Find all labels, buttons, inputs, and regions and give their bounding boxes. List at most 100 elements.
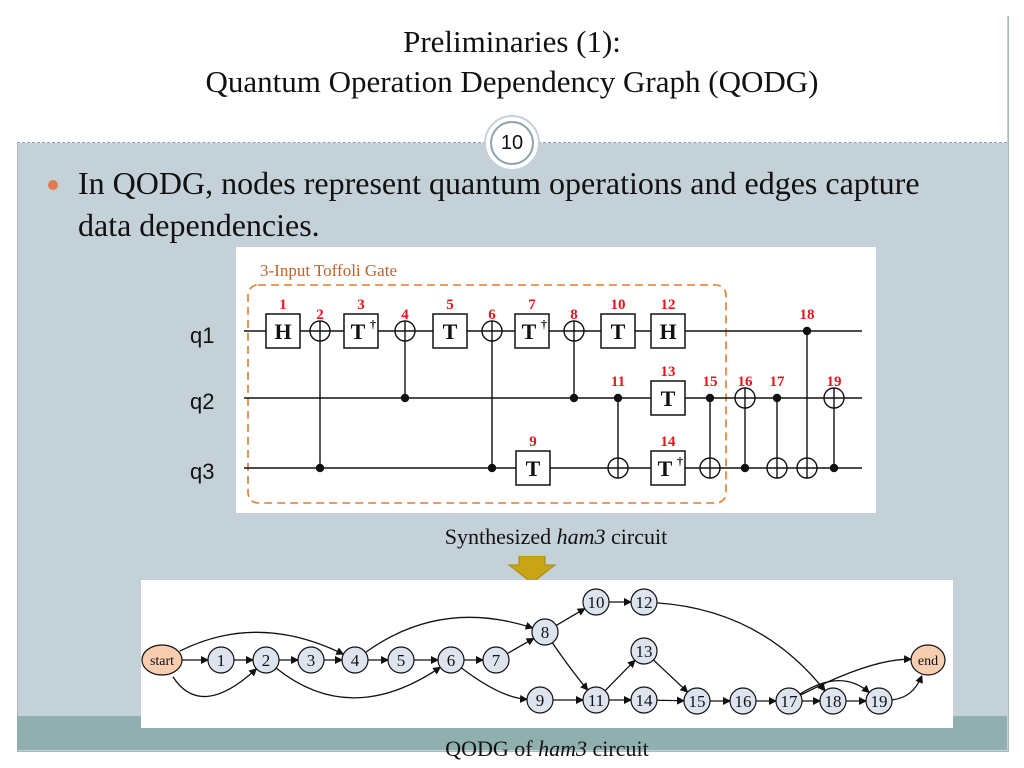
node-9: 9 (526, 686, 554, 714)
gate-box (514, 313, 550, 349)
svg-text:6: 6 (447, 651, 456, 670)
dagger-mark: † (370, 317, 376, 331)
bullet-text: In QODG, nodes represent quantum operati… (78, 165, 920, 243)
gate-number: 1 (279, 297, 287, 313)
edge-2-6 (275, 666, 442, 699)
svg-text:15: 15 (689, 692, 706, 711)
svg-text:end: end (918, 654, 938, 669)
gate-17: 17 (766, 374, 788, 479)
gate-2: 2 (309, 307, 331, 473)
svg-text:start: start (150, 654, 174, 669)
title-line-2: Quantum Operation Dependency Graph (QODG… (205, 64, 819, 99)
gate-box (343, 313, 379, 349)
svg-text:17: 17 (781, 692, 799, 711)
gate-number: 11 (611, 374, 625, 390)
svg-text:5: 5 (397, 651, 406, 670)
gate-box (650, 313, 686, 349)
gate-6: 6 (481, 307, 503, 473)
gate-box (600, 313, 636, 349)
svg-text:7: 7 (492, 651, 501, 670)
node-5: 5 (387, 646, 415, 674)
gate-number: 8 (570, 307, 578, 323)
gate-10: T10 (600, 297, 636, 349)
control-dot (315, 463, 325, 473)
svg-text:13: 13 (636, 642, 653, 661)
node-2: 2 (252, 646, 280, 674)
gate-number: 17 (770, 374, 786, 390)
node-start: start (141, 644, 183, 676)
gate-number: 5 (446, 297, 454, 313)
svg-text:14: 14 (636, 691, 654, 710)
edge-4-8 (365, 616, 534, 653)
gate-box (515, 450, 551, 486)
control-dot (740, 463, 750, 473)
gate-15: 15 (699, 374, 721, 479)
circuit-caption-prefix: Synthesized (444, 524, 557, 549)
qubit-label-q3: q3 (190, 459, 214, 484)
svg-text:4: 4 (351, 651, 360, 670)
edge-8-10 (555, 608, 586, 626)
control-dot (487, 463, 497, 473)
control-dot (705, 393, 715, 403)
gate-number: 2 (316, 307, 324, 323)
gate-symbol: H (659, 319, 676, 344)
gate-number: 18 (800, 307, 815, 323)
gate-symbol: T (522, 319, 537, 344)
gate-7: T†7 (514, 297, 550, 349)
control-dot (829, 463, 839, 473)
gate-16: 16 (734, 374, 756, 473)
node-12: 12 (630, 588, 658, 616)
gate-symbol: T (443, 319, 458, 344)
edge-start-4 (179, 631, 345, 655)
node-11: 11 (582, 686, 610, 714)
node-14: 14 (630, 686, 658, 714)
dagger-mark: † (677, 454, 683, 468)
gate-box (650, 450, 686, 486)
edge-19-end (891, 674, 923, 701)
gate-symbol: T (661, 386, 676, 411)
control-dot (569, 393, 579, 403)
svg-text:12: 12 (636, 593, 653, 612)
gate-number: 19 (827, 374, 842, 390)
gate-number: 6 (488, 307, 496, 323)
circuit-caption-italic: ham3 (556, 524, 606, 549)
graph-caption-italic: ham3 (538, 736, 588, 761)
gate-number: 7 (528, 297, 536, 313)
gate-number: 10 (611, 297, 626, 313)
node-6: 6 (437, 646, 465, 674)
gate-14: T†14 (650, 434, 686, 486)
circuit-diagram: 3-Input Toffoli Gate H12T†34T56T†78T9T10… (244, 261, 862, 504)
node-end: end (910, 644, 946, 676)
circuit-caption: Synthesized ham3 circuit (236, 524, 876, 550)
node-13: 13 (630, 637, 658, 665)
svg-text:18: 18 (825, 692, 842, 711)
edge-7-8 (506, 637, 535, 655)
gate-symbol: T (526, 456, 541, 481)
gate-8: 8 (563, 307, 585, 403)
gate-3: T†3 (343, 297, 379, 349)
gate-box (432, 313, 468, 349)
svg-text:2: 2 (262, 651, 271, 670)
gate-19: 19 (823, 374, 845, 473)
node-19: 19 (865, 687, 893, 715)
qubit-label-q1: q1 (190, 323, 214, 348)
toffoli-gate-box (247, 284, 727, 504)
slide-number: 10 (490, 121, 534, 165)
node-4: 4 (341, 646, 369, 674)
svg-text:16: 16 (735, 692, 752, 711)
gate-number: 4 (401, 307, 409, 323)
svg-text:3: 3 (307, 651, 316, 670)
slide-number-badge: 10 (484, 115, 540, 171)
gate-number: 14 (661, 434, 677, 450)
graph-caption-suffix: circuit (587, 736, 649, 761)
gate-9: T9 (515, 434, 551, 486)
edge-8-11 (551, 642, 589, 691)
gate-box (650, 380, 686, 416)
gate-18: 18 (796, 307, 818, 479)
qubit-label-q2: q2 (190, 389, 214, 414)
svg-text:10: 10 (588, 593, 605, 612)
node-16: 16 (729, 687, 757, 715)
